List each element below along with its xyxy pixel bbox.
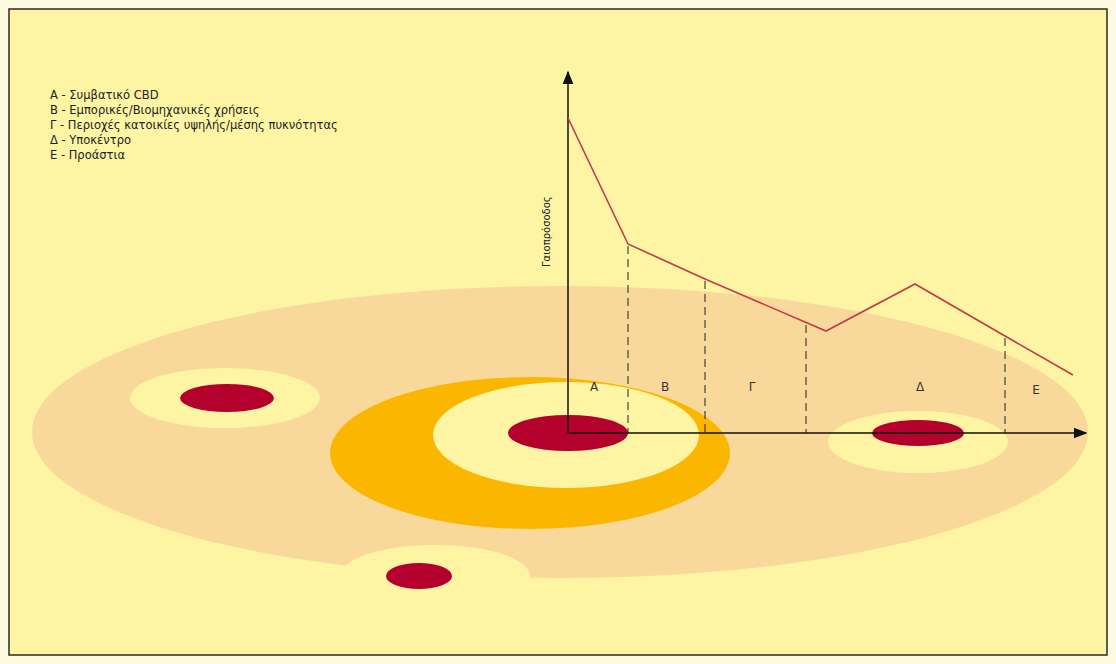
subcentre-core bbox=[180, 384, 274, 412]
inner-ring bbox=[433, 382, 699, 488]
legend-line: Ε - Προάστια bbox=[50, 148, 125, 162]
subcentre-halo bbox=[130, 368, 320, 428]
legend-line: Γ - Περιοχές κατοικίες υψηλής/μέσης πυκν… bbox=[50, 118, 338, 132]
zone-letter: Γ bbox=[749, 380, 756, 395]
x-axis bbox=[568, 432, 1086, 434]
legend-line: Β - Εμπορικές/Βιομηχανικές χρήσεις bbox=[50, 103, 259, 117]
y-axis bbox=[567, 72, 569, 433]
zone-letter: Δ bbox=[916, 380, 924, 395]
rent-curve bbox=[568, 118, 1073, 375]
legend-line: Α - Συμβατικό CBD bbox=[50, 88, 159, 102]
subcentre-halo bbox=[828, 411, 1008, 473]
zone-letter: Β bbox=[661, 380, 669, 395]
axis-label: Γαιοπρόσοδος bbox=[541, 197, 554, 268]
zone-letter: Ε bbox=[1032, 383, 1040, 398]
subcentre-halo bbox=[340, 545, 530, 607]
frame bbox=[9, 9, 1107, 655]
zone-dividers bbox=[628, 246, 1005, 433]
legend-line: Δ - Υποκέντρο bbox=[50, 133, 131, 147]
city-area bbox=[32, 286, 1088, 578]
subcentre-core bbox=[386, 563, 452, 589]
zone-letter: Α bbox=[590, 380, 598, 395]
commercial-ring bbox=[330, 377, 730, 529]
